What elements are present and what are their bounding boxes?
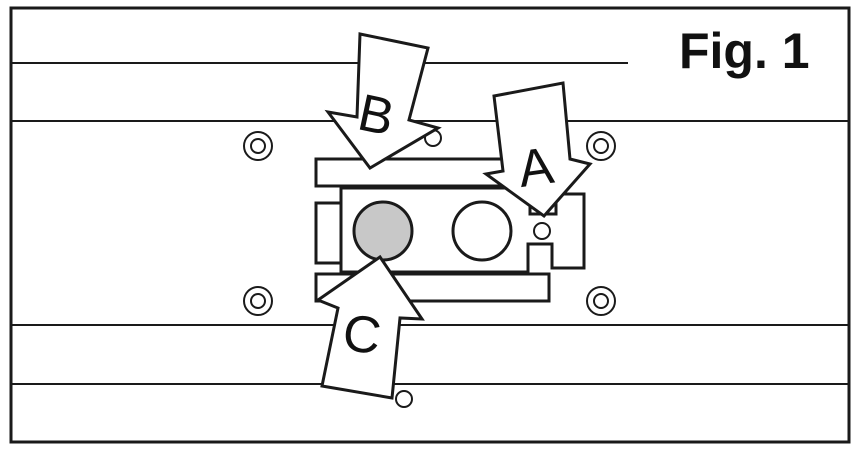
small-sensor-hole [533, 222, 551, 240]
screw-hole-bottom-left [243, 286, 273, 316]
arrow-a [482, 81, 593, 219]
outer-frame [9, 6, 851, 444]
arrow-c [314, 254, 425, 400]
screw-hole-top-right [586, 131, 616, 161]
label-c: C [339, 304, 384, 367]
pin-hole-bottom [395, 390, 413, 408]
figure-title: Fig. 1 [679, 23, 810, 79]
highlighted-lens [352, 200, 414, 262]
clear-lens [451, 200, 513, 262]
screw-hole-bottom-right [586, 286, 616, 316]
screw-hole-top-left [243, 131, 273, 161]
arrow-b [324, 32, 442, 170]
label-a: A [515, 137, 558, 199]
left-block [314, 201, 343, 265]
